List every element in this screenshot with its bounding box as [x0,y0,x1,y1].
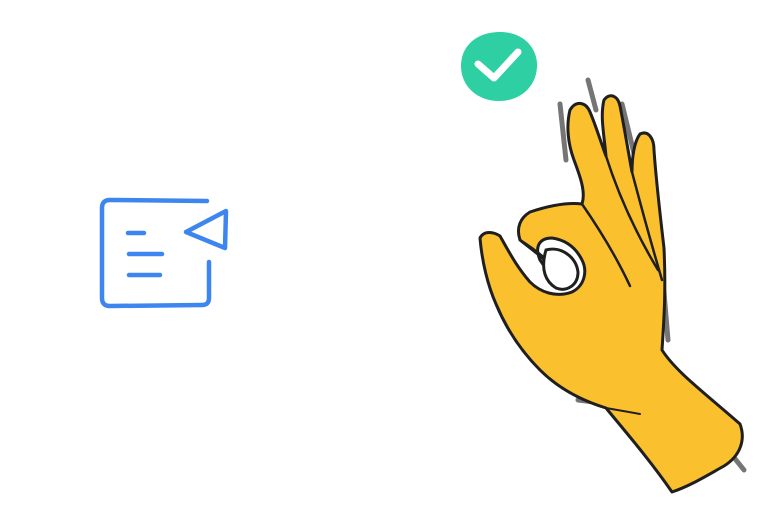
checkmark-badge-icon [461,31,538,102]
message-list-icon [99,197,229,309]
ok-hand-gesture-icon [478,77,747,494]
